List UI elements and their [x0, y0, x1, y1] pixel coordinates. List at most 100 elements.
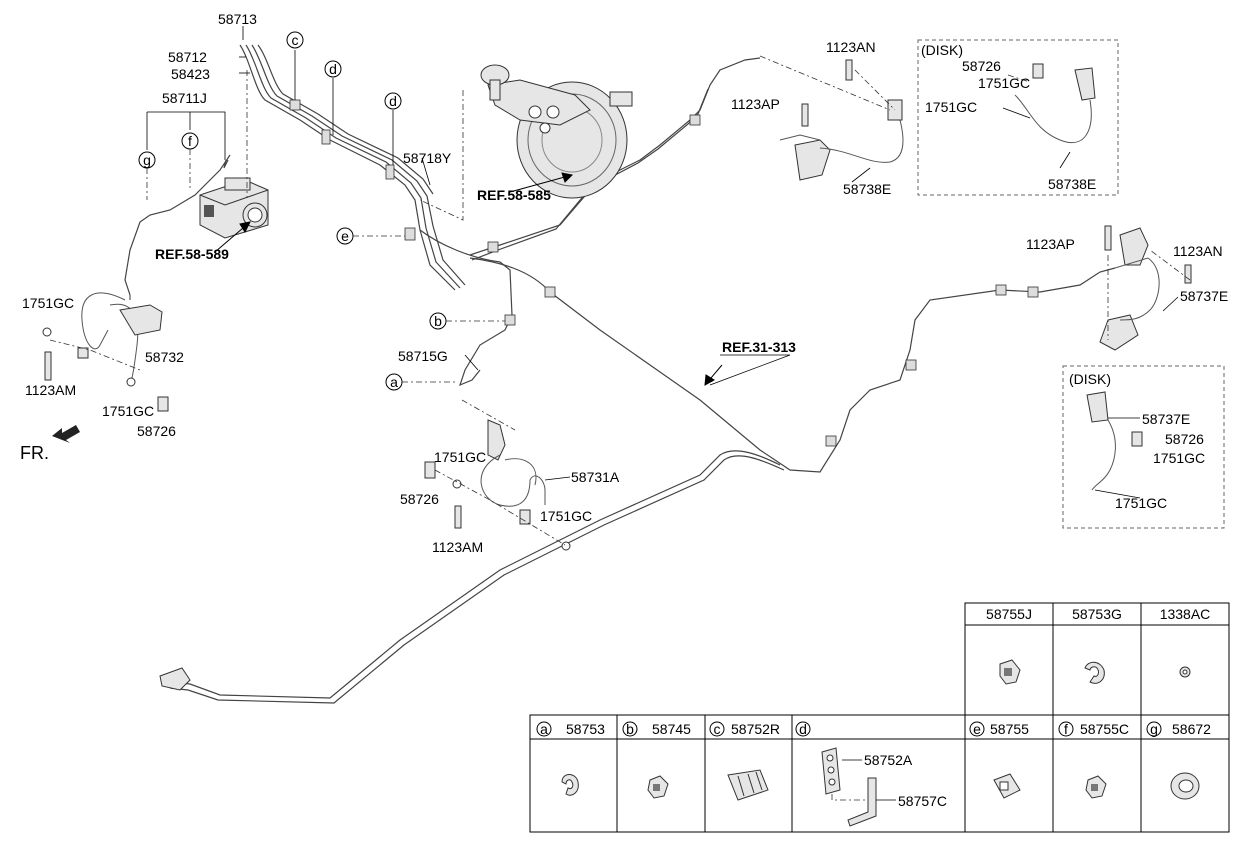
label-58718Y: 58718Y	[403, 150, 452, 166]
svg-text:g: g	[143, 152, 151, 168]
icon-58753G	[1084, 661, 1105, 684]
label-1751GC-disk-bottom-a: 1751GC	[1153, 450, 1205, 466]
legend-header-1338AC: 1338AC	[1160, 606, 1211, 622]
label-58711J: 58711J	[162, 90, 207, 106]
svg-text:d: d	[799, 721, 807, 737]
callout-c: c	[286, 31, 304, 49]
legend-cell-d: d	[795, 721, 811, 737]
svg-text:e: e	[341, 228, 349, 244]
brake-pipes	[124, 44, 1116, 704]
callout-d-2: d	[384, 92, 402, 110]
label-1751GC-disk-bottom-b: 1751GC	[1115, 495, 1167, 511]
label-1751GC-left-bottom: 1751GC	[102, 403, 154, 419]
legend-table-top: 58755J 58753G 1338AC	[964, 602, 1230, 716]
label-58726-left: 58726	[137, 423, 176, 439]
legend-part-58745: 58745	[652, 721, 691, 737]
legend-cell-g: g 58672	[1146, 721, 1211, 737]
svg-text:b: b	[626, 721, 634, 737]
label-58737E-disk: 58737E	[1142, 411, 1190, 427]
legend-cell-e: e 58755	[969, 721, 1029, 737]
label-58731A: 58731A	[571, 469, 620, 485]
ref-arrows	[214, 172, 723, 386]
label-58712: 58712	[168, 49, 207, 65]
right-front-hose	[424, 419, 571, 551]
callout-e: e	[336, 227, 405, 245]
legend-part-58752R: 58752R	[731, 721, 780, 737]
callout-b: b	[429, 312, 505, 330]
legend-part-58752A: 58752A	[864, 752, 913, 768]
callouts: c d d f g e b a	[138, 31, 505, 391]
label-58713: 58713	[218, 11, 257, 27]
label-1123AP-top: 1123AP	[731, 96, 780, 112]
icon-58672	[1170, 772, 1200, 800]
svg-text:c: c	[714, 721, 721, 737]
pipe-clips	[289, 99, 1039, 447]
label-1123AN-right: 1123AN	[1173, 243, 1223, 259]
legend-cell-a: a 58753	[536, 721, 605, 737]
disk-bottom-title: (DISK)	[1069, 371, 1111, 387]
label-58732: 58732	[145, 349, 184, 365]
label-1123AN-top: 1123AN	[826, 39, 876, 55]
callout-d-1: d	[324, 60, 342, 78]
svg-text:c: c	[292, 32, 299, 48]
rear-right-hose-right	[1086, 225, 1192, 491]
ref-31-313: REF.31-313	[722, 339, 796, 355]
svg-text:a: a	[390, 374, 398, 390]
label-58715G: 58715G	[398, 348, 448, 364]
label-1751GC-disk-top-a: 1751GC	[978, 75, 1030, 91]
leader-lines	[129, 26, 1179, 499]
abs-module	[199, 177, 269, 239]
left-front-hose	[42, 292, 169, 412]
label-1123AM-left: 1123AM	[25, 382, 76, 398]
disk-box-bottom: (DISK) 58737E 58726 1751GC 1751GC	[1062, 365, 1225, 529]
label-1123AM-mid: 1123AM	[432, 539, 483, 555]
ref-58-589: REF.58-589	[155, 246, 229, 262]
icon-58755	[993, 773, 1021, 799]
label-1751GC-disk-top-b: 1751GC	[925, 99, 977, 115]
label-1123AP-right: 1123AP	[1026, 236, 1075, 252]
legend-part-58755C: 58755C	[1080, 721, 1129, 737]
label-58738E-disk: 58738E	[1048, 176, 1096, 192]
icon-1338AC	[1179, 666, 1191, 678]
icon-58753	[561, 774, 579, 796]
icon-58755C	[1085, 775, 1107, 799]
svg-text:b: b	[434, 313, 442, 329]
icon-58757C	[831, 777, 877, 827]
legend-table-bottom: a 58753 b 58745 c 58752R d e 58755 f 587…	[529, 714, 1230, 833]
label-58726-mid: 58726	[400, 491, 439, 507]
legend-header-58755J: 58755J	[986, 606, 1032, 622]
svg-text:f: f	[188, 133, 192, 149]
callout-g: g	[138, 151, 156, 169]
legend-part-58672: 58672	[1172, 721, 1211, 737]
label-58726-disk-bottom: 58726	[1165, 431, 1204, 447]
reference-lines	[49, 55, 1191, 546]
legend-part-58757C: 58757C	[898, 793, 947, 809]
label-front: FR.	[20, 443, 49, 463]
svg-text:d: d	[329, 61, 337, 77]
rear-right-hose-top	[779, 59, 1096, 181]
legend-part-58753: 58753	[566, 721, 605, 737]
callout-f: f	[181, 132, 199, 150]
part-labels: 58713 58712 58423 58711J 58718Y REF.58-5…	[20, 11, 1228, 555]
svg-text:d: d	[389, 93, 397, 109]
svg-text:a: a	[540, 721, 548, 737]
legend-cell-c: c 58752R	[709, 721, 780, 737]
label-1751GC-left-top: 1751GC	[22, 295, 74, 311]
disk-box-top: (DISK) 58726 1751GC 1751GC 58738E	[917, 39, 1119, 196]
icon-58752R	[727, 769, 769, 801]
disk-top-title: (DISK)	[921, 42, 963, 58]
icon-58752A	[821, 747, 841, 795]
callout-a: a	[385, 373, 455, 391]
front-direction-arrow	[52, 425, 80, 443]
svg-text:f: f	[1064, 721, 1068, 737]
icon-58745	[647, 775, 669, 799]
svg-text:e: e	[973, 721, 981, 737]
legend-cell-b: b 58745	[622, 721, 691, 737]
svg-text:g: g	[1150, 721, 1158, 737]
label-58738E-main: 58738E	[843, 181, 891, 197]
label-58423: 58423	[171, 66, 210, 82]
legend-header-58753G: 58753G	[1072, 606, 1122, 622]
icon-58755J	[999, 659, 1021, 685]
legend-part-58755: 58755	[990, 721, 1029, 737]
